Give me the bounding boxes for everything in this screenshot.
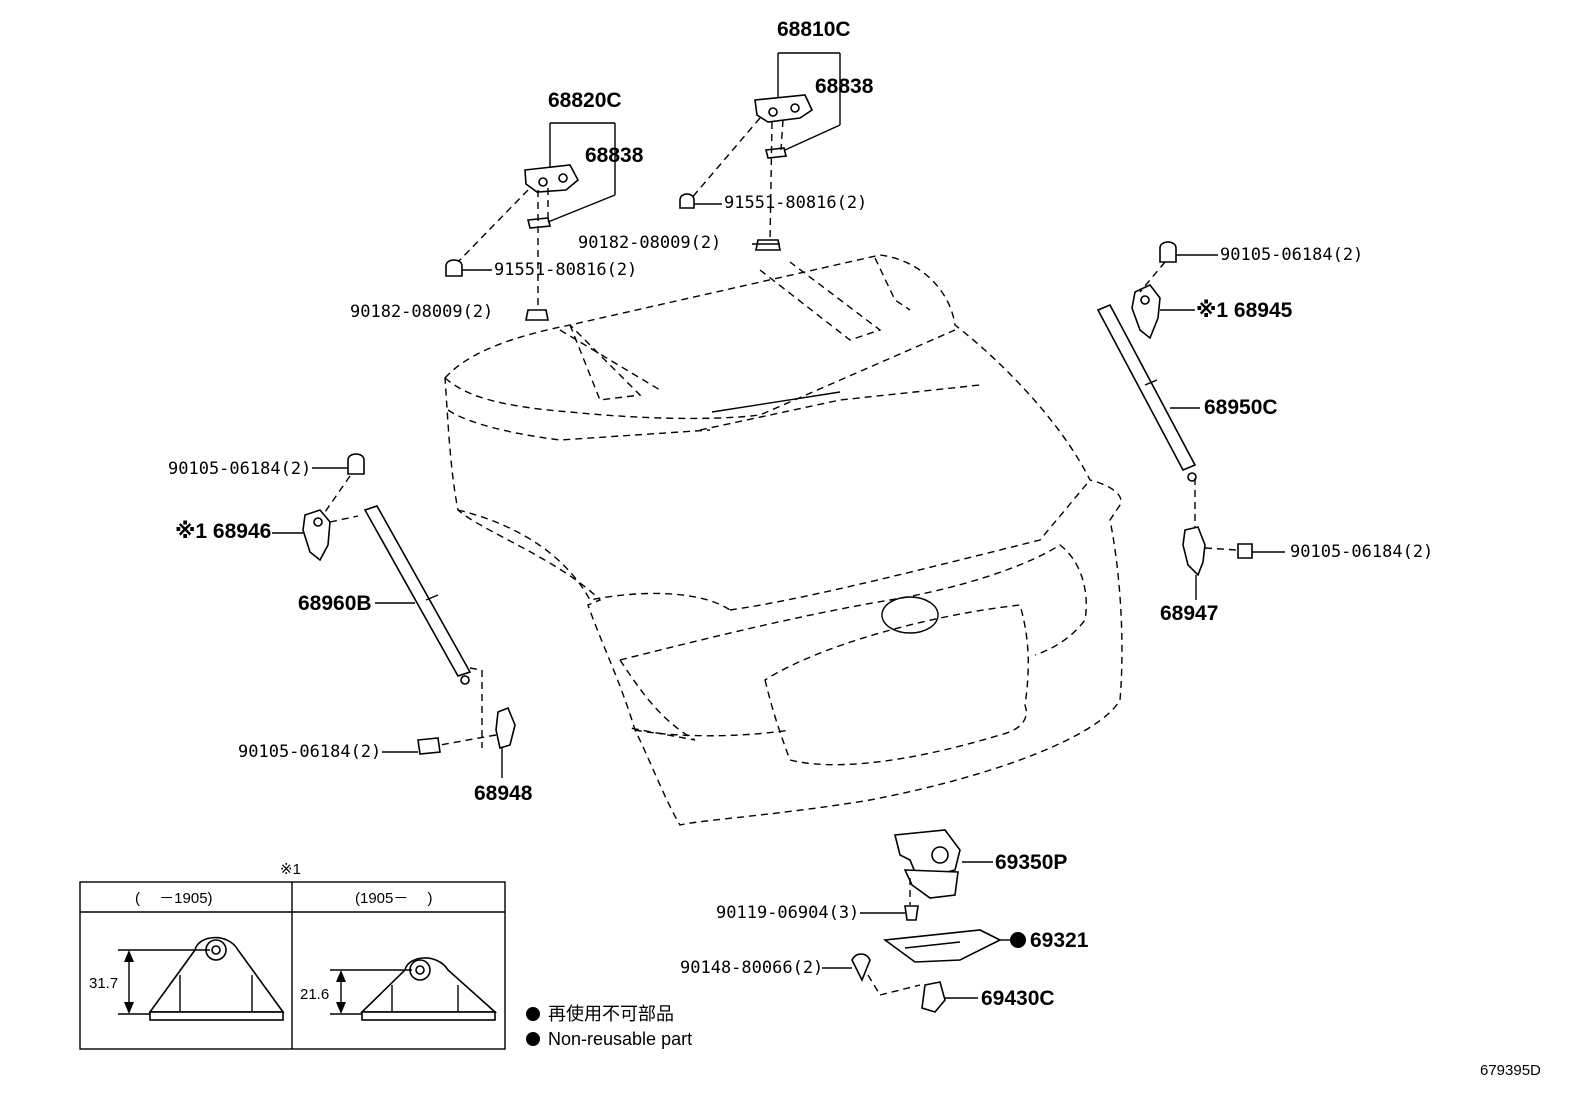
callout-68947: 68947 (1160, 602, 1218, 625)
callout-68838-upper: 68838 (815, 75, 874, 98)
legend-jp: 再使用不可部品 (548, 1004, 674, 1024)
callout-90105-midright: 90105-06184(2) (1290, 542, 1433, 562)
legend-bullet-jp (526, 1007, 540, 1021)
legend-bullet-en (526, 1032, 540, 1046)
leader-lines (272, 52, 1285, 999)
callout-69321: 69321 (1030, 929, 1089, 952)
callout-90105-topright: 90105-06184(2) (1220, 245, 1363, 265)
callout-68950c: 68950C (1204, 396, 1278, 419)
inset-col1-header: ( －1905) (135, 890, 213, 907)
callout-90182-right: 90182-08009(2) (578, 233, 721, 253)
bracket-early (118, 936, 285, 1021)
callout-69430c: 69430C (981, 987, 1055, 1010)
inset-mark: ※1 (280, 861, 301, 878)
callout-68820c: 68820C (548, 89, 622, 112)
inset-col2-header: (1905－ ) (355, 890, 433, 907)
strut-left (302, 453, 516, 755)
back-door-outline (444, 254, 1123, 826)
strut-right (1096, 241, 1253, 577)
callout-69350p: 69350P (995, 851, 1067, 874)
callout-91551-right: 91551-80816(2) (724, 193, 867, 213)
legend: 再使用不可部品 Non-reusable part (526, 1004, 692, 1049)
figure-id: 679395D (1480, 1062, 1541, 1079)
inset-dim2: 21.6 (300, 986, 329, 1003)
callout-68960b: 68960B (298, 592, 372, 615)
inset-dim1: 31.7 (89, 975, 118, 992)
callout-90105-left-top: 90105-06184(2) (168, 459, 311, 479)
lock-assembly (851, 829, 1002, 1013)
hinge-assembly-right (679, 94, 814, 251)
non-reusable-marker (1010, 932, 1026, 948)
callout-91551-left: 91551-80816(2) (494, 260, 637, 280)
callout-68838-lower: 68838 (585, 144, 644, 167)
callout-90182-left: 90182-08009(2) (350, 302, 493, 322)
callout-90119: 90119-06904(3) (716, 903, 859, 923)
callout-68946: ※1 68946 (175, 520, 271, 543)
hinge-assembly-left (445, 164, 580, 321)
inset-table: ※1 ( －1905) (1905－ ) 31.7 (79, 861, 506, 1050)
callout-90105-left-bottom: 90105-06184(2) (238, 742, 381, 762)
legend-en: Non-reusable part (548, 1029, 692, 1049)
callout-90148: 90148-80066(2) (680, 958, 823, 978)
callout-68810c: 68810C (777, 18, 851, 41)
callout-68945: ※1 68945 (1196, 299, 1293, 322)
callout-68948: 68948 (474, 782, 533, 805)
bracket-late (330, 957, 498, 1021)
